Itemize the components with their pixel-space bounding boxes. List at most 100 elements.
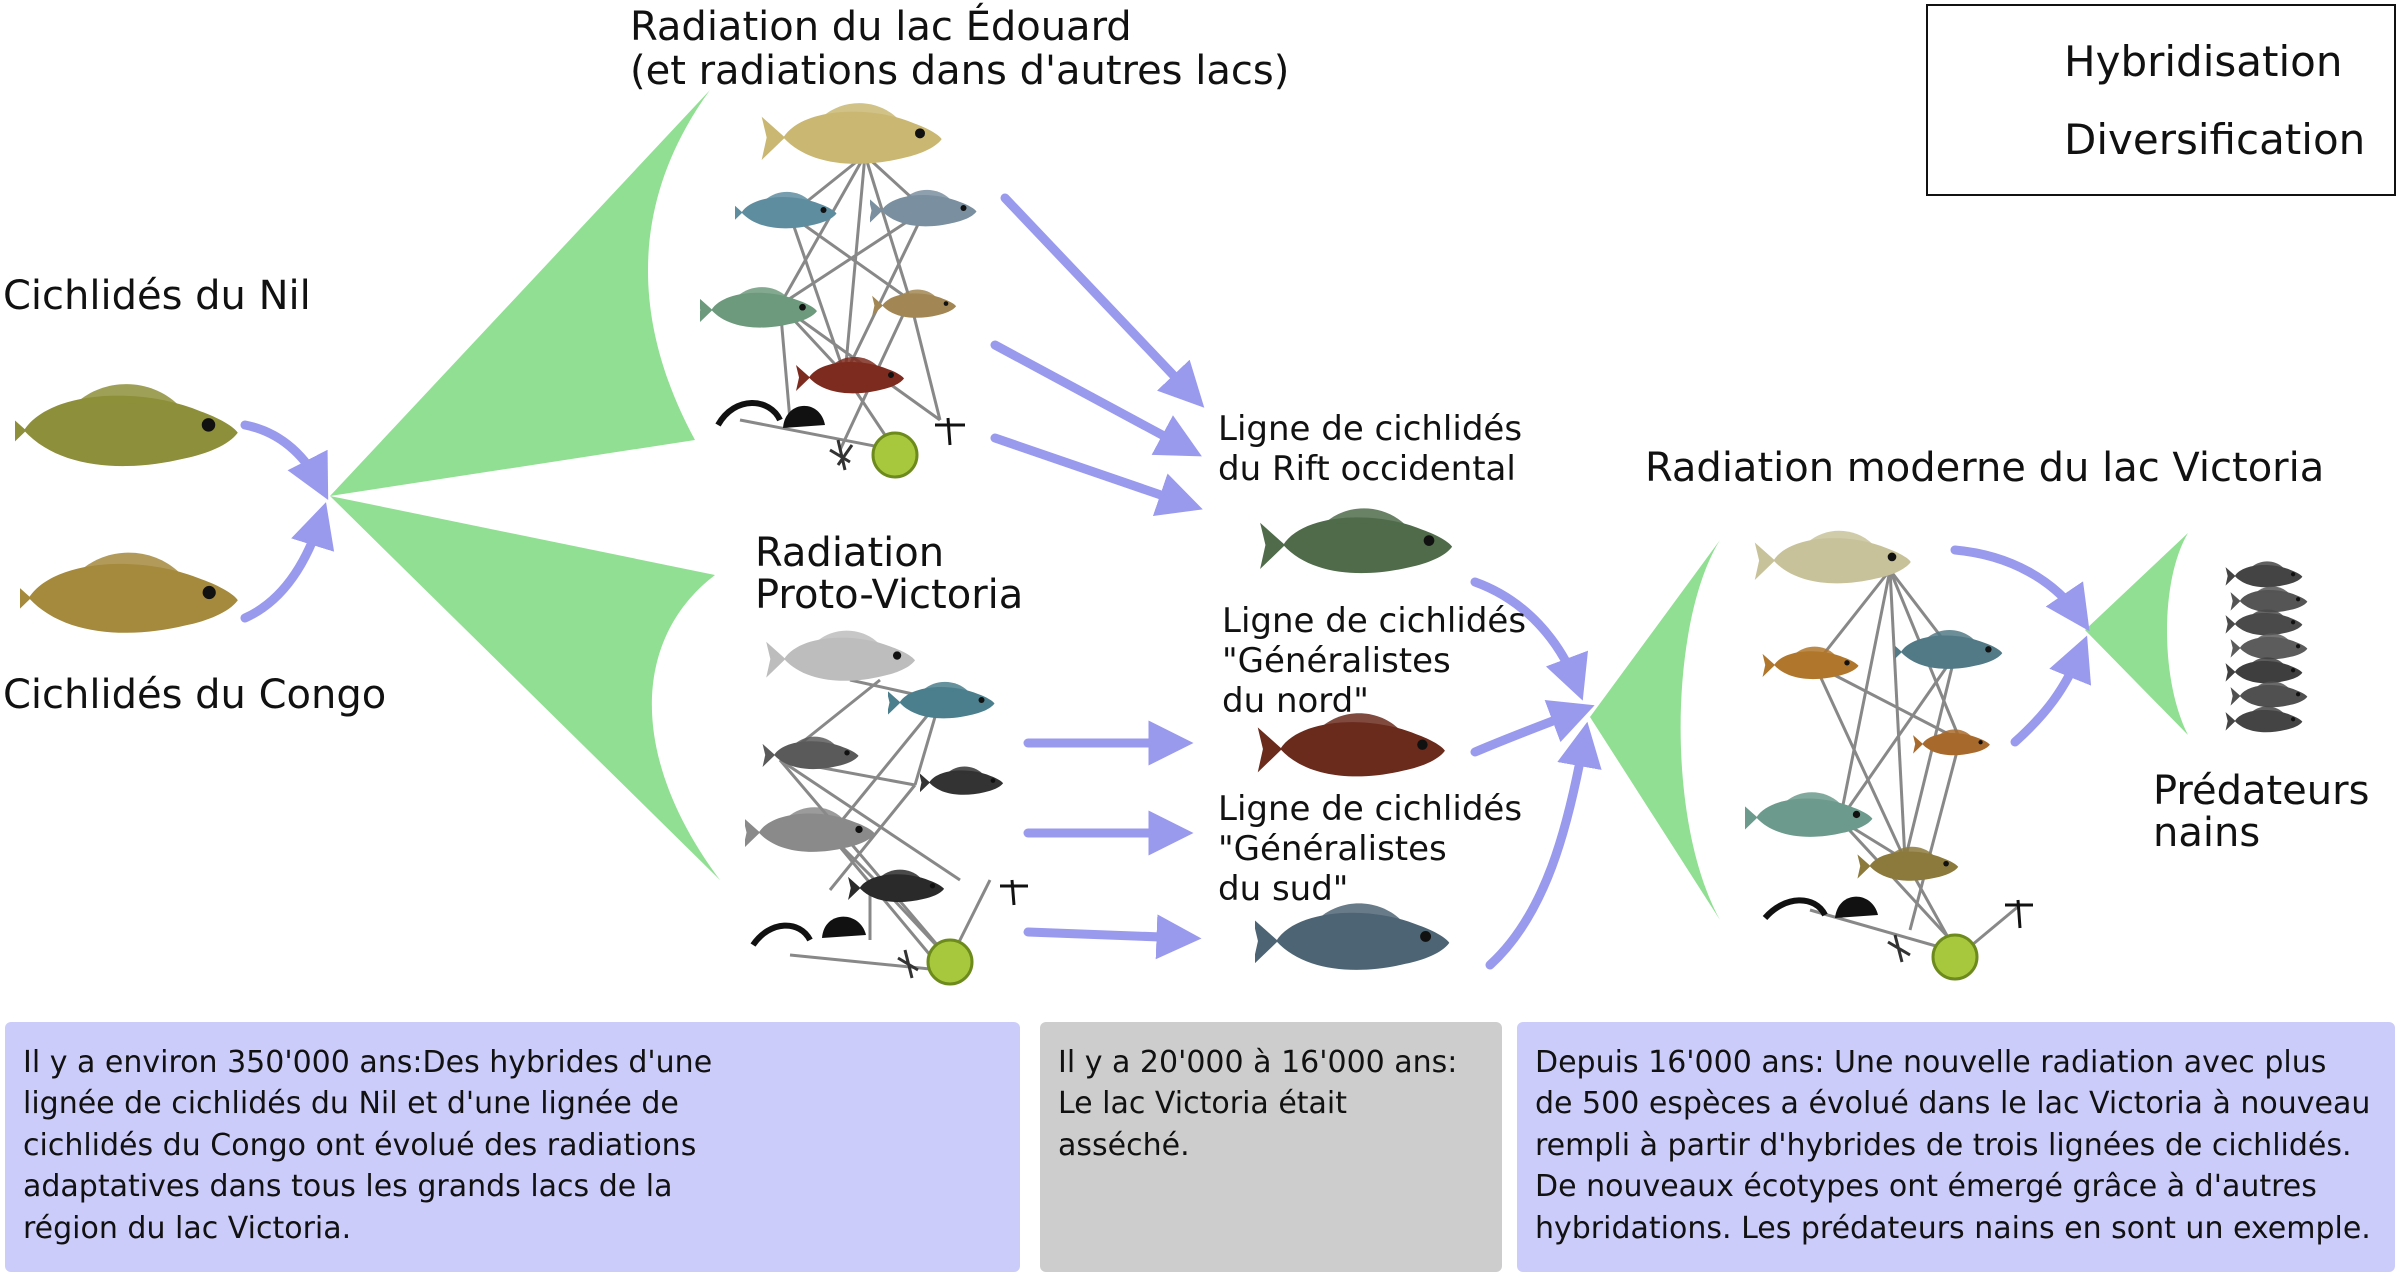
- label-dwarf-2: nains: [2153, 810, 2261, 856]
- arrow-north-to-victoria: [1470, 699, 1595, 757]
- fish-icon: [796, 356, 904, 394]
- fish-icon: [745, 807, 875, 852]
- timeline-1-line: Il y a environ 350'000 ans:Des hybrides …: [23, 1045, 713, 1080]
- arrow-victoria-to-dwarf-1: [1950, 545, 2090, 632]
- fish-icon: [15, 384, 238, 467]
- label-north-1: Ligne de cichlidés: [1222, 601, 1527, 641]
- arrow-nile-to-hybrid: [240, 420, 329, 500]
- worm-icon: [715, 400, 783, 427]
- diversification-wedges: [330, 90, 2188, 920]
- fish-icon: [1913, 729, 1990, 756]
- wedge-proto-victoria: [330, 496, 720, 880]
- arrow-edward-1: [1000, 193, 1205, 408]
- fish-icon: [1255, 903, 1450, 970]
- label-edward-title-1: Radiation du lac Édouard: [630, 4, 1132, 50]
- arrow-edward-3: [990, 433, 1203, 517]
- timeline-3-line: De nouveaux écotypes ont émergé grâce à …: [1535, 1169, 2317, 1205]
- arrow-south-to-victoria: [1485, 721, 1602, 970]
- label-nile-cichlids: Cichlidés du Nil: [3, 273, 311, 319]
- fish-icon: [1260, 508, 1453, 574]
- snail-icon: [1835, 896, 1878, 918]
- label-edward-title-2: (et radiations dans d'autres lacs): [630, 48, 1290, 94]
- timeline-2-line: Le lac Victoria était asséché.: [1058, 1086, 1348, 1163]
- hybridisation-arrows: [240, 193, 2092, 970]
- wedge-edward: [330, 90, 710, 496]
- label-north-2: "Généralistes: [1222, 641, 1451, 681]
- timeline-3-line: rempli à partir d'hybrides de trois lign…: [1535, 1127, 2352, 1163]
- label-south-1: Ligne de cichlidés: [1218, 789, 1523, 829]
- timeline-3-line: de 500 espèces a évolué dans le lac Vict…: [1535, 1086, 2371, 1122]
- arrow-victoria-to-dwarf-2: [2010, 635, 2092, 747]
- fish-icon: [735, 191, 837, 229]
- label-south-3: du sud": [1218, 869, 1349, 909]
- label-congo-cichlids: Cichlidés du Congo: [3, 672, 387, 718]
- snail-icon: [822, 916, 866, 938]
- label-north-3: du nord": [1222, 681, 1369, 721]
- fish-icon: [2225, 706, 2303, 733]
- timeline-1-line: cichlidés du Congo ont évolué des radiat…: [23, 1127, 697, 1163]
- fish-icon: [762, 736, 859, 770]
- arrow-rift-to-victoria: [1470, 577, 1588, 701]
- network-edward: [739, 153, 942, 452]
- fish-group-victoria: [1745, 530, 2033, 981]
- arrow-congo-to-hybrid: [240, 502, 335, 623]
- algae-icon: [1931, 933, 1979, 981]
- fish-group-ancestors: [15, 384, 238, 633]
- fish-icon: [1762, 646, 1859, 680]
- label-western-rift-1: Ligne de cichlidés: [1218, 409, 1523, 449]
- label-western-rift-2: du Rift occidental: [1218, 449, 1516, 489]
- wedge-dwarf: [2085, 533, 2188, 735]
- snail-icon: [783, 405, 825, 428]
- fish-icon: [2225, 561, 2303, 588]
- algae-icon: [926, 938, 974, 986]
- plant-icon: [1887, 934, 1911, 963]
- fish-icon: [766, 630, 916, 681]
- fish-icon: [1895, 629, 2003, 669]
- network-victoria: [1809, 569, 2021, 957]
- timeline-1-line: région du lac Victoria.: [23, 1210, 352, 1246]
- fish-icon: [20, 552, 238, 633]
- label-victoria-title: Radiation moderne du lac Victoria: [1645, 445, 2325, 491]
- fish-group-dwarf-predators: [2225, 561, 2308, 733]
- plankton-icon: [935, 417, 965, 446]
- label-proto-title-2: Proto-Victoria: [755, 572, 1024, 618]
- plankton-icon: [1000, 879, 1028, 906]
- fish-icon: [2230, 633, 2308, 660]
- fish-icon: [1745, 792, 1873, 837]
- arrow-proto-3: [1023, 914, 1202, 960]
- arrow-edward-2: [990, 340, 1202, 457]
- worm-icon: [750, 922, 813, 947]
- fish-icon: [2225, 609, 2303, 636]
- algae-icon: [871, 431, 919, 479]
- fish-icon: [1857, 846, 1959, 881]
- timeline-box-2: Il y a 20'000 à 16'000 ans: Le lac Victo…: [1040, 1022, 1502, 1272]
- fish-icon: [1754, 530, 1911, 584]
- plankton-icon: [2005, 899, 2033, 929]
- label-south-2: "Généralistes: [1218, 829, 1447, 869]
- label-proto-title-1: Radiation: [755, 530, 945, 576]
- legend-diversification-label: Diversification: [2064, 115, 2366, 164]
- fish-group-proto-victoria: [745, 630, 1028, 986]
- legend: Hybridisation Diversification: [1926, 4, 2396, 196]
- fish-group-edward: [700, 103, 977, 479]
- timeline-3-line: Depuis 16'000 ans: Une nouvelle radiatio…: [1535, 1045, 2327, 1080]
- fish-icon: [2230, 586, 2308, 613]
- timeline-1-line: lignée de cichlidés du Nil et d'une lign…: [23, 1086, 679, 1122]
- legend-hybridisation-label: Hybridisation: [2064, 37, 2343, 86]
- fish-icon: [920, 766, 1004, 795]
- fish-icon: [2225, 657, 2303, 684]
- timeline-2-line: Il y a 20'000 à 16'000 ans:: [1058, 1045, 1458, 1080]
- timeline-box-1: Il y a environ 350'000 ans:Des hybrides …: [5, 1022, 1020, 1272]
- plant-icon: [829, 439, 854, 471]
- fish-icon: [888, 681, 995, 719]
- fish-icon: [2230, 681, 2308, 708]
- timeline-1-line: adaptatives dans tous les grands lacs de…: [23, 1169, 673, 1205]
- plant-icon: [897, 949, 919, 979]
- wedge-victoria: [1590, 540, 1720, 920]
- fish-icon: [1257, 713, 1445, 777]
- timeline-box-3: Depuis 16'000 ans: Une nouvelle radiatio…: [1517, 1022, 2395, 1272]
- worm-icon: [1762, 897, 1828, 921]
- timeline-3-line: hybridations. Les prédateurs nains en so…: [1535, 1210, 2371, 1246]
- label-dwarf-1: Prédateurs: [2153, 768, 2370, 814]
